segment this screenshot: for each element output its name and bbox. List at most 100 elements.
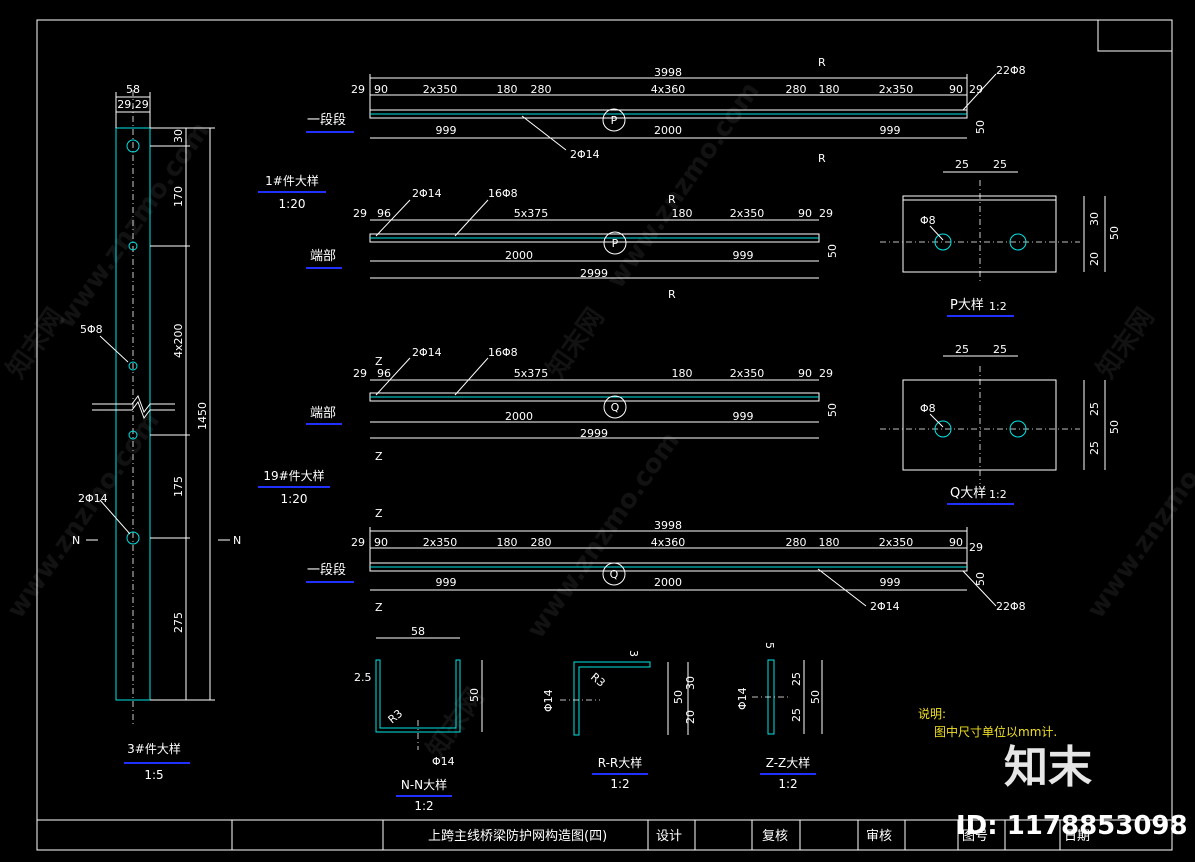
- end-z-z2: Z: [375, 450, 383, 463]
- part19-scale: 1:20: [281, 492, 308, 506]
- rr-dim-20: 20: [684, 710, 697, 724]
- seg-bot-name: 一段段: [307, 563, 346, 578]
- rr-dim-3: 3: [627, 650, 640, 657]
- seg-bot-c6: 280: [786, 536, 807, 549]
- note-text: 图中尺寸单位以mm计.: [934, 724, 1057, 739]
- seg-bot-z2: Z: [375, 601, 383, 614]
- seg-top-c7: 180: [819, 83, 840, 96]
- end-r-c5: 90: [798, 207, 812, 220]
- nn-detail: 58 2.5 50 R3 Φ14 N-N大样 1:2: [354, 625, 483, 813]
- zz-dim-50: 50: [809, 690, 822, 704]
- seg-top-c9: 90: [949, 83, 963, 96]
- seg-bot-c9: 90: [949, 536, 963, 549]
- q-scale: 1:2: [989, 488, 1007, 501]
- seg-top-marker: P: [611, 114, 618, 127]
- zz-dim-phi14: Φ14: [736, 687, 749, 710]
- p3-dim-1450: 1450: [196, 402, 209, 430]
- seg-top-total: 3998: [654, 66, 682, 79]
- p3-dim-4x200: 4x200: [172, 323, 185, 358]
- zz-scale: 1:2: [778, 777, 797, 791]
- p-dim-20: 20: [1088, 252, 1101, 266]
- nn-dim-25: 2.5: [354, 671, 372, 684]
- seg-bot-b1: 2000: [654, 576, 682, 589]
- title-block: 上跨主线桥梁防护网构造图(四) 设计 复核 审核 图号 日期: [428, 828, 1090, 844]
- seg-bot-c2: 2x350: [423, 536, 458, 549]
- end-r-c3: 180: [672, 207, 693, 220]
- q-dim-25a: 25: [955, 343, 969, 356]
- approve-label: 审核: [866, 829, 892, 844]
- end-r-c4: 2x350: [730, 207, 765, 220]
- end-r-c6: 29: [819, 207, 833, 220]
- seg-bot-c0: 29: [351, 536, 365, 549]
- end-z-callout-b: 16Φ8: [488, 346, 518, 359]
- rr-dim-phi14: Φ14: [542, 689, 555, 712]
- end-z-h: 50: [826, 403, 839, 417]
- end-r-b0: 2000: [505, 249, 533, 262]
- brand-id: ID: 1178853098: [956, 811, 1188, 841]
- p-title: P大样: [950, 298, 984, 313]
- seg-top-c10: 29: [969, 83, 983, 96]
- end-z-marker: Q: [611, 401, 620, 414]
- p3-section-n-left: N: [72, 534, 80, 547]
- part1-scale: 1:20: [279, 197, 306, 211]
- end-z: 端部 Q 29 96 5x375 180 2x350 90 29 2000 99…: [306, 346, 839, 463]
- review-label: 复核: [762, 829, 788, 844]
- p-detail: 25 25 30 20 50 Φ8 P大样 1:2: [880, 158, 1121, 317]
- zz-title: Z-Z大样: [766, 755, 811, 770]
- p3-dim-175: 175: [172, 476, 185, 497]
- rr-title: R-R大样: [598, 755, 643, 770]
- segment-top: 一段段 P 3998 29 90 2x350 180 280 4x360 280…: [306, 56, 1026, 165]
- seg-top-c6: 280: [786, 83, 807, 96]
- seg-top-b1: 2000: [654, 124, 682, 137]
- nn-dim-r3: R3: [386, 707, 406, 726]
- seg-top-b2: 999: [880, 124, 901, 137]
- watermarks: www.znzmo.com www.znzmo.com www.znzmo.co…: [1, 77, 1195, 764]
- watermark-cn-1: 知末网: [1, 303, 70, 384]
- rr-dim-30: 30: [684, 676, 697, 690]
- rr-detail: 3 30 20 50 Φ14 R3 R-R大样 1:2: [542, 650, 697, 791]
- q-detail: 25 25 25 25 50 Φ8 Q大样 1:2: [880, 343, 1121, 505]
- part19-title: 19#件大样: [263, 468, 324, 483]
- end-r-r1: R: [668, 193, 676, 206]
- seg-bot-c4: 280: [531, 536, 552, 549]
- rr-scale: 1:2: [610, 777, 629, 791]
- seg-bot-h: 50: [974, 572, 987, 586]
- seg-bot-c8: 2x350: [879, 536, 914, 549]
- drawing-no-label: 图号: [962, 829, 988, 844]
- watermark-cn-3: 知末网: [1091, 303, 1160, 384]
- p3-scale: 1:5: [144, 768, 163, 782]
- end-z-b0: 2000: [505, 410, 533, 423]
- seg-bot-c7: 180: [819, 536, 840, 549]
- end-r-b1: 999: [733, 249, 754, 262]
- end-r-callout-b: 16Φ8: [488, 187, 518, 200]
- zz-detail: 5 25 25 50 Φ14 Z-Z大样 1:2: [736, 642, 823, 791]
- q-dim-25b: 25: [993, 343, 1007, 356]
- q-dim-50: 50: [1108, 420, 1121, 434]
- end-z-c5: 90: [798, 367, 812, 380]
- p3-title: 3#件大样: [127, 741, 181, 756]
- segment-bottom: 一段段 Q 3998 29 90 2x350 180 280 4x360 280…: [306, 507, 1026, 614]
- p-dim-30: 30: [1088, 212, 1101, 226]
- q-title: Q大样: [950, 486, 986, 501]
- part1-title: 1#件大样: [265, 173, 319, 188]
- nn-dim-50: 50: [468, 688, 481, 702]
- p3-dim-58: 58: [126, 83, 140, 96]
- zz-dim-25b: 25: [790, 708, 803, 722]
- seg-bot-callout-a: 2Φ14: [870, 600, 900, 613]
- end-z-total: 2999: [580, 427, 608, 440]
- rr-dim-50: 50: [672, 690, 685, 704]
- end-r-c2: 5x375: [514, 207, 549, 220]
- end-z-z1: Z: [375, 355, 383, 368]
- seg-bot-c5: 4x360: [651, 536, 686, 549]
- design-label: 设计: [656, 829, 682, 844]
- end-r-c1: 96: [377, 207, 391, 220]
- end-z-callout-a: 2Φ14: [412, 346, 442, 359]
- seg-bot-c1: 90: [374, 536, 388, 549]
- seg-top-name: 一段段: [307, 113, 346, 128]
- nn-dim-phi14: Φ14: [432, 755, 455, 768]
- end-z-c1: 96: [377, 367, 391, 380]
- p3-callout-2phi14: 2Φ14: [78, 492, 108, 505]
- nn-title: N-N大样: [401, 777, 447, 792]
- watermark-4: www.znzmo.com: [1081, 407, 1195, 624]
